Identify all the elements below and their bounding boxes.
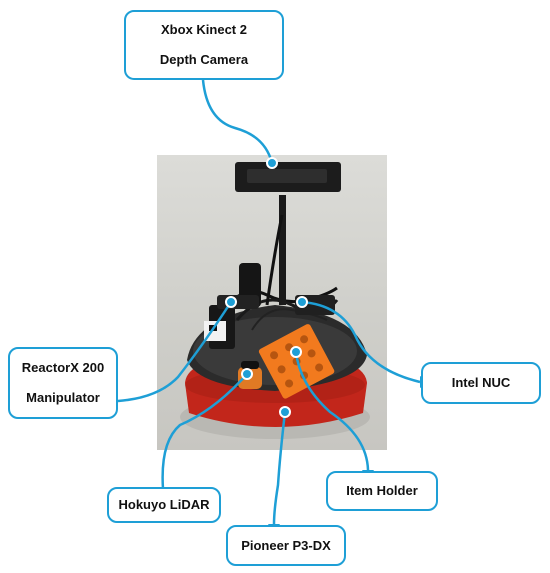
connector-item-holder [294,351,370,471]
connector-reactorx [117,301,233,403]
endpoint-dot-intel-nuc [296,296,308,308]
label-reactorx-line2: Manipulator [26,390,100,405]
label-intel-nuc: Intel NUC [421,362,541,404]
label-pioneer-line1: Pioneer P3-DX [241,537,331,553]
label-kinect: Xbox Kinect 2 Depth Camera [124,10,284,80]
connector-hokuyo [161,373,248,490]
label-intel-nuc-line1: Intel NUC [451,375,511,390]
label-pioneer: Pioneer P3-DX [226,525,346,566]
endpoint-dot-item-holder [290,346,302,358]
label-kinect-line1: Xbox Kinect 2 [161,22,247,37]
label-hokuyo-line1: Hokuyo LiDAR [118,497,210,512]
camera-mast [279,195,286,305]
label-hokuyo: Hokuyo LiDAR [107,487,221,523]
label-item-holder-line1: Item Holder [346,483,418,498]
endpoint-dot-reactorx [225,296,237,308]
connector-kinect [201,79,274,164]
connector-pioneer [272,411,287,525]
endpoint-dot-hokuyo [241,368,253,380]
connector-intel-nuc [301,300,421,384]
label-reactorx-line1: ReactorX 200 [21,360,105,375]
label-item-holder: Item Holder [326,471,438,511]
endpoint-dot-pioneer [279,406,291,418]
label-reactorx: ReactorX 200 Manipulator [8,347,118,419]
endpoint-dot-kinect [266,157,278,169]
label-kinect-line2: Depth Camera [159,52,249,67]
